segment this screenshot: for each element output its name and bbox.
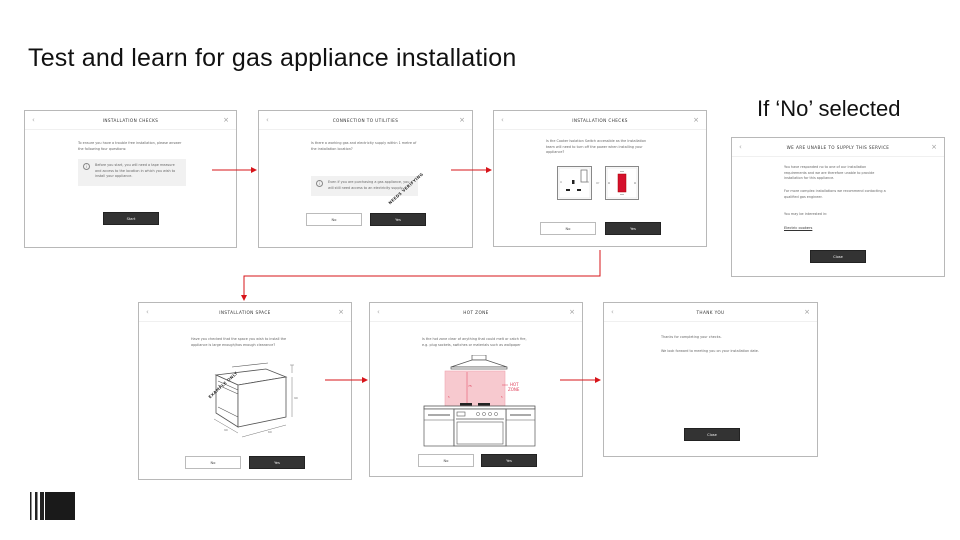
info-note: i Even if you are purchasing a gas appli… [311, 176, 418, 196]
question-text: Is the Cooker Isolation Switch accessibl… [546, 139, 647, 155]
yes-button[interactable]: Yes [481, 454, 537, 467]
dialog-installation-checks-start: ‹ INSTALLATION CHECKS × To ensure you ha… [24, 110, 237, 248]
no-button[interactable]: No [418, 454, 474, 467]
response-text: You have responded no to one of our inst… [784, 165, 875, 181]
interest-text: You may be interested in: [784, 212, 828, 216]
dialog-title: INSTALLATION SPACE [219, 309, 271, 315]
dialog-unable-to-supply: ‹ WE ARE UNABLE TO SUPPLY THIS SERVICE ×… [731, 137, 945, 277]
yes-button[interactable]: Yes [370, 213, 426, 226]
hot-zone-illustration: 75 5 5 HOT ZONE [423, 355, 536, 447]
back-icon[interactable]: ‹ [501, 116, 504, 124]
close-icon[interactable]: × [569, 308, 575, 316]
thanks-text: Thanks for completing your checks. [661, 335, 722, 339]
back-icon[interactable]: ‹ [146, 308, 149, 316]
close-icon[interactable]: × [459, 116, 465, 124]
close-icon[interactable]: × [804, 308, 810, 316]
dialog-title: THANK YOU [696, 309, 725, 315]
no-selected-label: If ‘No’ selected [757, 96, 901, 121]
electric-cookers-link[interactable]: Electric cookers [784, 226, 813, 230]
back-icon[interactable]: ‹ [32, 116, 35, 124]
brand-logo [30, 492, 75, 520]
start-button[interactable]: Start [103, 212, 159, 225]
close-icon[interactable]: × [693, 116, 699, 124]
dialog-connection-to-utilities: ‹ CONNECTION TO UTILITIES × Is there a w… [258, 110, 473, 248]
question-text: Have you checked that the space you wish… [191, 337, 287, 347]
dialog-header: ‹ HOT ZONE × [370, 303, 582, 322]
dialog-header: ‹ INSTALLATION SPACE × [139, 303, 351, 322]
dim-vertical-label: 75 [468, 384, 472, 388]
dialog-header: ‹ INSTALLATION CHECKS × [494, 111, 706, 130]
plug-socket-icon [557, 166, 592, 200]
dialog-title: INSTALLATION CHECKS [572, 117, 628, 123]
back-icon[interactable]: ‹ [739, 143, 742, 151]
yes-button[interactable]: Yes [249, 456, 305, 469]
dialog-title: HOT ZONE [463, 309, 489, 315]
dialog-installation-checks-switch: ‹ INSTALLATION CHECKS × Is the Cooker Is… [493, 110, 707, 247]
info-icon: i [316, 180, 323, 187]
dialog-header: ‹ WE ARE UNABLE TO SUPPLY THIS SERVICE × [732, 138, 944, 157]
no-button[interactable]: No [185, 456, 241, 469]
info-icon: i [83, 163, 90, 170]
dialog-title: WE ARE UNABLE TO SUPPLY THIS SERVICE [786, 144, 890, 150]
yes-button[interactable]: Yes [605, 222, 661, 235]
arrow-step3-to-step4 [241, 250, 601, 301]
info-note-text: Even if you are purchasing a gas applian… [328, 180, 410, 190]
dialog-header: ‹ INSTALLATION CHECKS × [25, 111, 236, 130]
look-forward-text: We look forward to meeting you on your i… [661, 349, 759, 353]
svg-text:90: 90 [224, 428, 228, 432]
close-icon[interactable]: × [931, 143, 937, 151]
question-text: Is the hot zone clear of anything that c… [422, 337, 527, 347]
info-note: i Before you start, you will need a tape… [78, 159, 186, 186]
info-note-text: Before you start, you will need a tape m… [95, 163, 176, 179]
svg-text:HOT: HOT [510, 382, 519, 387]
close-button[interactable]: Close [684, 428, 740, 441]
svg-text:60: 60 [268, 430, 272, 434]
close-icon[interactable]: × [223, 116, 229, 124]
back-icon[interactable]: ‹ [611, 308, 614, 316]
page-title: Test and learn for gas appliance install… [28, 44, 517, 72]
dialog-hot-zone: ‹ HOT ZONE × Is the hot zone clear of an… [369, 302, 583, 477]
svg-text:ZONE: ZONE [508, 387, 520, 392]
intro-text: To ensure you have a trouble free instal… [78, 141, 182, 151]
isolation-switch-icon [605, 166, 639, 200]
no-button[interactable]: No [306, 213, 362, 226]
no-button[interactable]: No [540, 222, 596, 235]
dialog-header: ‹ CONNECTION TO UTILITIES × [259, 111, 472, 130]
question-text: Is there a working gas and electricity s… [311, 141, 417, 151]
svg-text:5: 5 [501, 395, 503, 399]
svg-text:90: 90 [294, 396, 298, 400]
or-label: or [596, 181, 600, 185]
close-button[interactable]: Close [810, 250, 866, 263]
recommendation-text: For more complex installations we recomm… [784, 189, 886, 199]
dialog-title: INSTALLATION CHECKS [102, 117, 159, 123]
dialog-header: ‹ THANK YOU × [604, 303, 817, 322]
close-icon[interactable]: × [338, 308, 344, 316]
back-icon[interactable]: ‹ [266, 116, 269, 124]
dialog-installation-space: ‹ INSTALLATION SPACE × Have you checked … [138, 302, 352, 480]
back-icon[interactable]: ‹ [377, 308, 380, 316]
svg-text:5: 5 [448, 395, 450, 399]
range-cooker-dimensions-illustration: 90 90 60 [213, 362, 298, 438]
dialog-title: CONNECTION TO UTILITIES [332, 117, 399, 123]
dialog-thank-you: ‹ THANK YOU × Thanks for completing your… [603, 302, 818, 457]
